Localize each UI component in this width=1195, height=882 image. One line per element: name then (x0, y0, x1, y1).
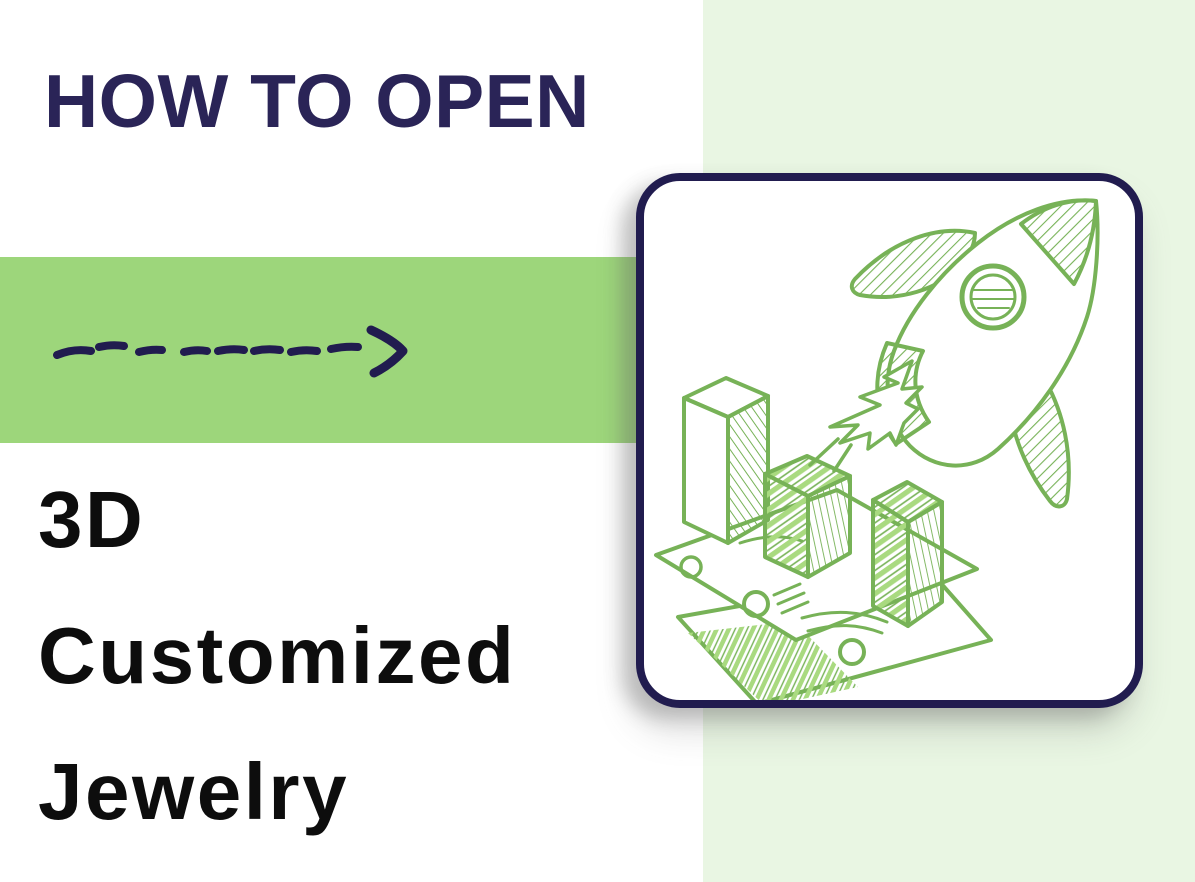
arrow-dashes (53, 341, 362, 359)
arrow-head (366, 325, 408, 378)
rocket-body (885, 198, 1100, 468)
coin-icon (742, 590, 770, 618)
rocket-growth-doodle (654, 198, 1100, 700)
rocket-nose-cone (1019, 198, 1098, 286)
flame-leaf-doodle (808, 359, 924, 473)
headline-line-2: Customized (38, 611, 517, 700)
porthole-lines (970, 289, 1016, 309)
page-title: HOW TO OPEN (44, 59, 590, 143)
bar3-front (871, 498, 910, 628)
bar2-side (806, 474, 852, 579)
coin-icon (838, 638, 866, 666)
headline-line-1: 3D (38, 475, 146, 564)
headline-line-3: Jewelry (38, 747, 350, 836)
speed-dashes (772, 582, 810, 615)
rocket-doodle (849, 198, 1100, 509)
rocket-porthole-inner (969, 273, 1017, 321)
flame-leaf (828, 359, 924, 451)
bar-chart-3d-doodle (682, 376, 944, 628)
flame-trails (808, 437, 853, 473)
bar1-front (682, 396, 730, 545)
bar3-side (906, 500, 944, 628)
bar1-side (726, 394, 770, 545)
coin-icon (679, 555, 703, 579)
banknote-hatch-wedge (688, 621, 858, 700)
dashed-arrow-svg (53, 325, 408, 378)
dashed-arrow-right-icon (45, 315, 425, 385)
illustration-card (636, 173, 1143, 708)
note-lines (800, 610, 889, 635)
